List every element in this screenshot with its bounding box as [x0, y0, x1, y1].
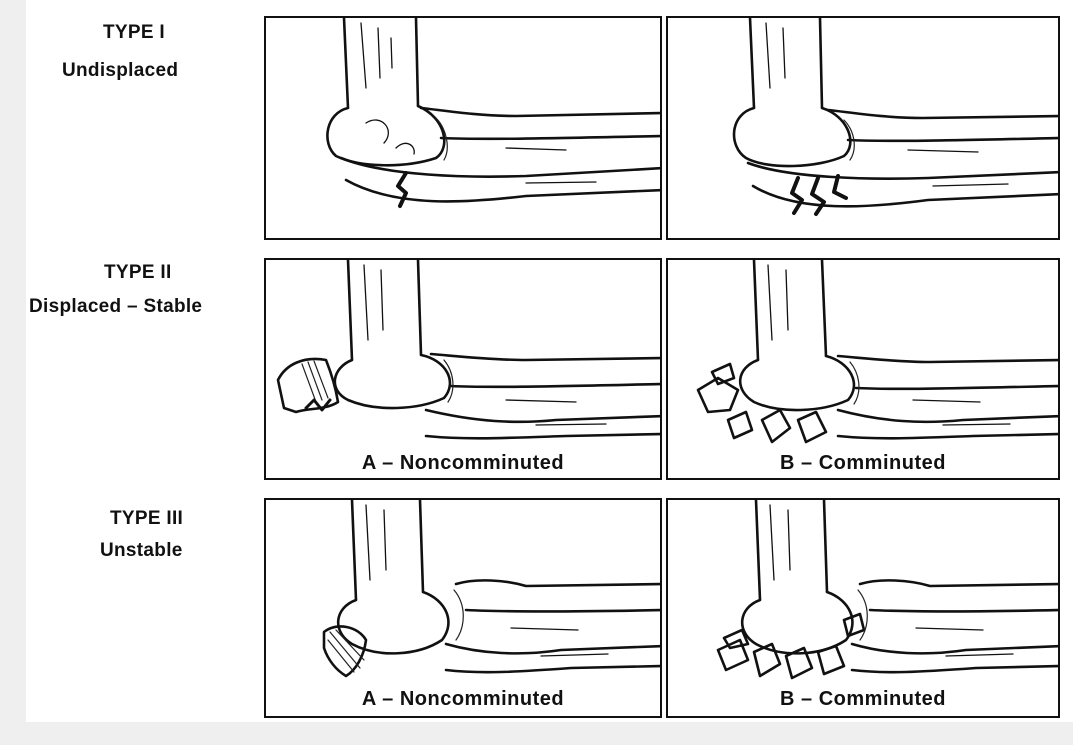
panel-type-ii-b: B – Comminuted — [666, 258, 1060, 480]
panel-type-iii-b: B – Comminuted — [666, 498, 1060, 718]
row-label-type-iii: TYPE III — [110, 508, 183, 530]
row-desc-type-ii: Displaced – Stable — [29, 296, 202, 318]
panel-type-i-right — [666, 16, 1060, 240]
row-label-type-i: TYPE I — [103, 22, 165, 44]
row-label-type-ii: TYPE II — [104, 262, 172, 284]
panel-type-iii-a: A – Noncomminuted — [264, 498, 662, 718]
row-desc-type-iii: Unstable — [100, 540, 183, 562]
panel-type-i-left — [264, 16, 662, 240]
elbow-unstable-displaced-icon — [266, 500, 662, 718]
elbow-unstable-comminuted-icon — [668, 500, 1060, 718]
elbow-olecranon-comminuted-icon — [668, 260, 1060, 480]
row-desc-type-i: Undisplaced — [62, 60, 178, 82]
elbow-ulna-multi-crack-icon — [668, 18, 1060, 240]
panel-type-ii-a: A – Noncomminuted — [264, 258, 662, 480]
elbow-olecranon-displaced-icon — [266, 260, 662, 480]
caption-type-iii-a: A – Noncomminuted — [266, 688, 660, 711]
caption-type-ii-b: B – Comminuted — [668, 452, 1058, 475]
elbow-ulna-crack-icon — [266, 18, 662, 240]
caption-type-iii-b: B – Comminuted — [668, 688, 1058, 711]
caption-type-ii-a: A – Noncomminuted — [266, 452, 660, 475]
